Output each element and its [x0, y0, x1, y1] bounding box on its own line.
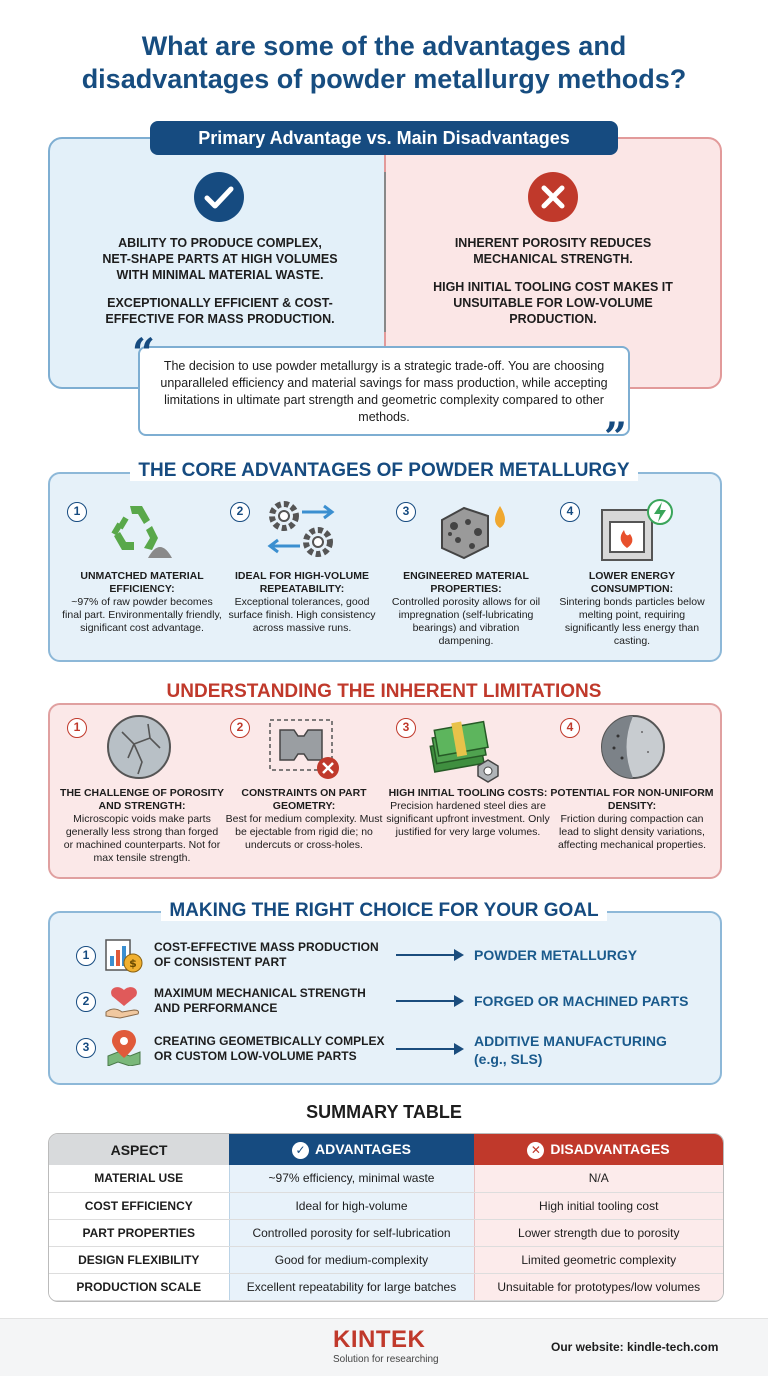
limitations-title: UNDERSTANDING THE INHERENT LIMITATIONS — [0, 681, 768, 703]
advantage-number: 2 — [230, 502, 250, 522]
choice-result: ADDITIVE MANUFACTURING(e.g., SLS) — [474, 1033, 667, 1067]
density-sphere-icon — [601, 715, 665, 779]
brand-tagline: Solution for researching — [333, 1354, 439, 1365]
quote-close-icon: ” — [604, 414, 628, 461]
table-row: MATERIAL USE ~97% efficiency, minimal wa… — [49, 1165, 723, 1193]
advantage-item: ENGINEERED MATERIAL PROPERTIES: Controll… — [391, 570, 541, 647]
limitation-number: 2 — [230, 718, 250, 738]
advantage-number: 1 — [67, 502, 87, 522]
x-icon: ✕ — [527, 1141, 545, 1159]
strength-icon — [105, 987, 139, 1019]
table-header-advantages: ✓ADVANTAGES — [229, 1134, 474, 1165]
limitation-number: 3 — [396, 718, 416, 738]
brand-logo: KINTEK — [333, 1326, 426, 1353]
advantage-number: 4 — [560, 502, 580, 522]
panel-divider — [384, 172, 386, 332]
choice-arrow — [396, 995, 464, 1007]
money-icon — [429, 720, 499, 783]
quote-open-icon: “ — [132, 330, 156, 377]
porous-material-icon — [441, 506, 505, 560]
cross-icon — [528, 172, 578, 222]
table-header-aspect: ASPECT — [49, 1134, 229, 1165]
footer — [0, 1318, 768, 1376]
limitation-item: HIGH INITIAL TOOLING COSTS: Precision ha… — [386, 787, 550, 838]
choice-number: 1 — [76, 946, 96, 966]
check-icon: ✓ — [292, 1141, 310, 1159]
limitation-item: POTENTIAL FOR NON-UNIFORM DENSITY: Frict… — [550, 787, 714, 851]
part-geometry-icon — [269, 719, 339, 779]
choice-number: 2 — [76, 992, 96, 1012]
choice-arrow — [396, 1043, 464, 1055]
svg-text:$: $ — [129, 957, 137, 970]
checkmark-icon — [194, 172, 244, 222]
advantage-item: LOWER ENERGY CONSUMPTION: Sintering bond… — [559, 570, 705, 647]
primary-banner: Primary Advantage vs. Main Disadvantages — [150, 121, 618, 155]
advantage-item: UNMATCHED MATERIAL EFFICIENCY: ~97% of r… — [62, 570, 222, 634]
chart-dollar-icon: $ — [105, 939, 143, 973]
summary-table: ASPECT ✓ADVANTAGES ✕DISADVANTAGES MATERI… — [48, 1133, 724, 1302]
summary-title: SUMMARY TABLE — [306, 1102, 462, 1122]
table-row: PART PROPERTIES Controlled porosity for … — [49, 1219, 723, 1247]
choice-result: POWDER METALLURGY — [474, 947, 638, 963]
choice-number: 3 — [76, 1038, 96, 1058]
strategic-quote: The decision to use powder metallurgy is… — [138, 346, 630, 436]
limitation-number: 4 — [560, 718, 580, 738]
primary-advantage-text: ABILITY TO PRODUCE COMPLEX, NET-SHAPE PA… — [102, 236, 338, 326]
table-row: COST EFFICIENCY Ideal for high-volume Hi… — [49, 1192, 723, 1220]
advantage-number: 3 — [396, 502, 416, 522]
choice-result: FORGED OR MACHINED PARTS — [474, 993, 689, 1009]
page-title: What are some of the advantages and disa… — [81, 31, 687, 94]
choice-arrow — [396, 949, 464, 961]
gears-icon — [267, 501, 335, 557]
primary-disadvantage-text: INHERENT POROSITY REDUCES MECHANICAL STR… — [433, 236, 673, 326]
choice-title: MAKING THE RIGHT CHOICE FOR YOUR GOAL — [0, 900, 768, 922]
choice-section — [48, 911, 722, 1085]
website-link[interactable]: Our website: kindle-tech.com — [551, 1340, 719, 1354]
limitation-number: 1 — [67, 718, 87, 738]
advantage-item: IDEAL FOR HIGH-VOLUME REPEATABILITY: Exc… — [228, 570, 376, 634]
table-row: PRODUCTION SCALE Excellent repeatability… — [49, 1273, 723, 1301]
furnace-icon — [601, 499, 673, 561]
advantages-title: THE CORE ADVANTAGES OF POWDER METALLURGY — [0, 460, 768, 482]
table-header-disadvantages: ✕DISADVANTAGES — [474, 1134, 723, 1165]
recycle-icon — [111, 506, 172, 558]
limitation-item: THE CHALLENGE OF POROSITY AND STRENGTH: … — [60, 787, 224, 864]
cracked-sphere-icon — [107, 715, 171, 779]
map-pin-icon — [107, 1030, 141, 1066]
table-row: DESIGN FLEXIBILITY Good for medium-compl… — [49, 1246, 723, 1274]
limitation-item: CONSTRAINTS ON PART GEOMETRY: Best for m… — [225, 787, 383, 851]
